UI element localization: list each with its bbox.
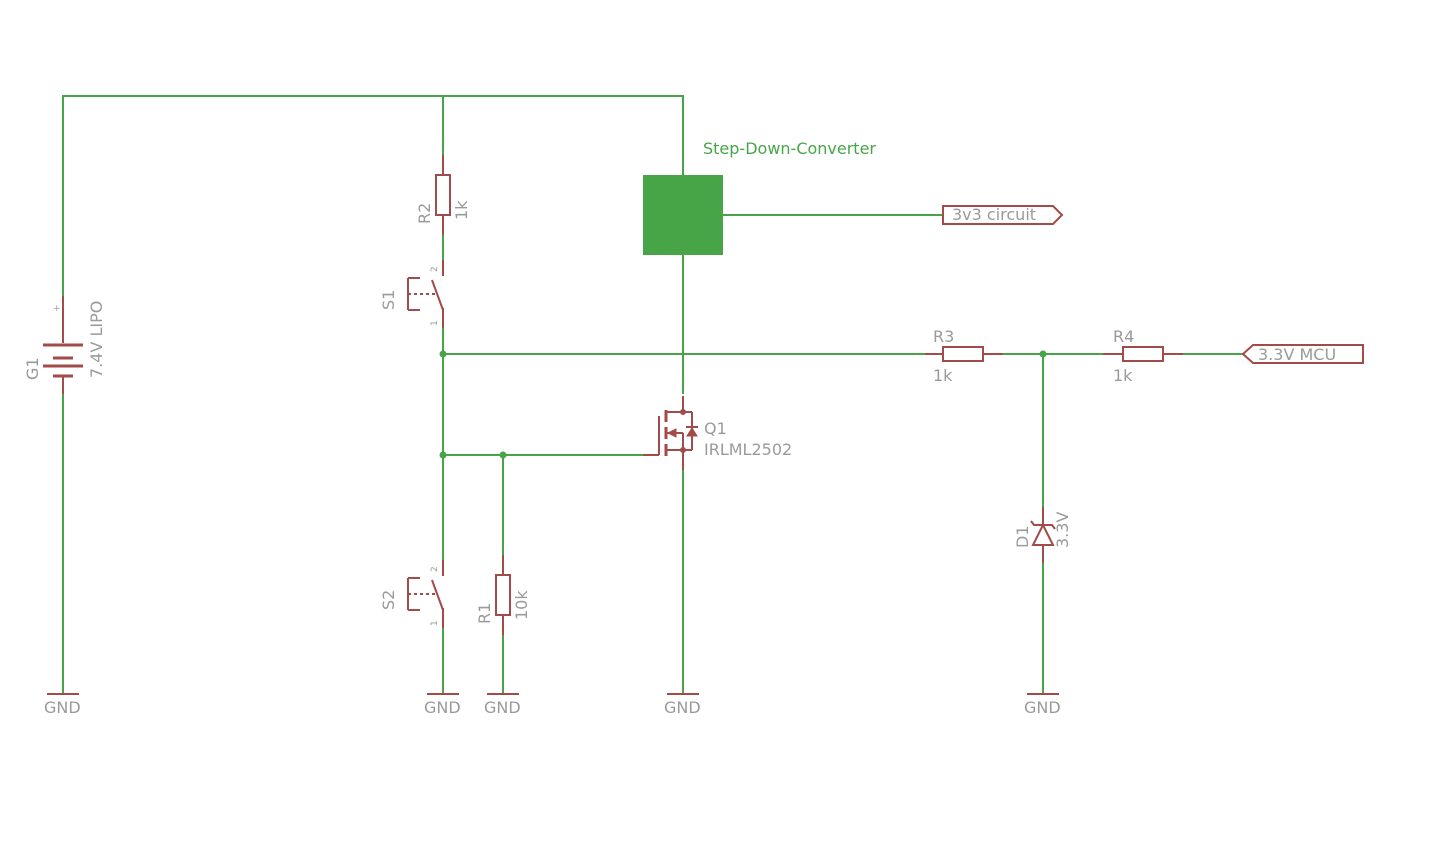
- ground-symbol: GND: [44, 693, 81, 717]
- port-3v3-mcu: 3.3V MCU: [1241, 344, 1364, 364]
- gnd-label: GND: [1024, 698, 1061, 717]
- ground-symbol: GND: [664, 693, 701, 717]
- step-down-converter-block: [643, 175, 723, 255]
- resistor-r3: R3 1k: [925, 327, 1003, 385]
- r4-value: 1k: [1113, 366, 1133, 385]
- ground-symbols: GND GND GND GND GND: [44, 693, 1061, 717]
- d1-value: 3.3V: [1053, 512, 1072, 548]
- ground-symbol: GND: [1024, 693, 1061, 717]
- q1-value: IRLML2502: [704, 440, 792, 459]
- s2-pin-top: 2: [430, 566, 440, 572]
- r1-ref: R1: [475, 603, 494, 624]
- r3-value: 1k: [933, 366, 953, 385]
- r1-value: 10k: [512, 590, 531, 620]
- resistor-r1: R1 10k: [475, 555, 531, 635]
- resistor-r4: R4 1k: [1103, 327, 1183, 385]
- r4-ref: R4: [1113, 327, 1134, 346]
- battery-value: 7.4V LIPO: [87, 301, 106, 378]
- switch-s2: 2 1 S2: [379, 560, 444, 628]
- d1-ref: D1: [1013, 526, 1032, 549]
- wire-top-rail: [62, 95, 684, 296]
- s2-ref: S2: [379, 590, 398, 610]
- gnd-label: GND: [484, 698, 521, 717]
- junctions: [439, 350, 1047, 459]
- junction-dot: [439, 451, 447, 459]
- r2-ref: R2: [415, 203, 434, 224]
- r2-value: 1k: [452, 200, 471, 220]
- r3-ref: R3: [933, 327, 954, 346]
- switch-s1: 2 1 S1: [379, 260, 444, 328]
- ground-symbol: GND: [484, 693, 521, 717]
- gnd-label: GND: [44, 698, 81, 717]
- ground-symbol: GND: [424, 693, 461, 717]
- q1-ref: Q1: [704, 419, 727, 438]
- mosfet-q1: Q1 IRLML2502: [643, 396, 792, 470]
- wires: [62, 95, 1243, 693]
- gnd-label: GND: [664, 698, 701, 717]
- s2-pin-bottom: 1: [430, 620, 440, 626]
- junction-dot: [499, 451, 507, 459]
- gnd-label: GND: [424, 698, 461, 717]
- converter-label: Step-Down-Converter: [703, 139, 876, 158]
- junction-dot: [1039, 350, 1047, 358]
- resistor-r2: R2 1k: [415, 155, 471, 235]
- battery-plus-sign: +: [53, 304, 61, 314]
- s1-pin-bottom: 1: [430, 320, 440, 326]
- s1-pin-top: 2: [430, 266, 440, 272]
- junction-dot: [439, 350, 447, 358]
- port-3v3-circuit-label: 3v3 circuit: [952, 205, 1036, 224]
- zener-diode-d1: D1 3.3V: [1013, 507, 1072, 563]
- port-3v3-mcu-label: 3.3V MCU: [1258, 345, 1336, 364]
- battery-g1: + G1 7.4V LIPO: [23, 296, 106, 394]
- battery-ref: G1: [23, 357, 42, 380]
- s1-ref: S1: [379, 290, 398, 310]
- port-3v3-circuit: 3v3 circuit: [942, 205, 1064, 225]
